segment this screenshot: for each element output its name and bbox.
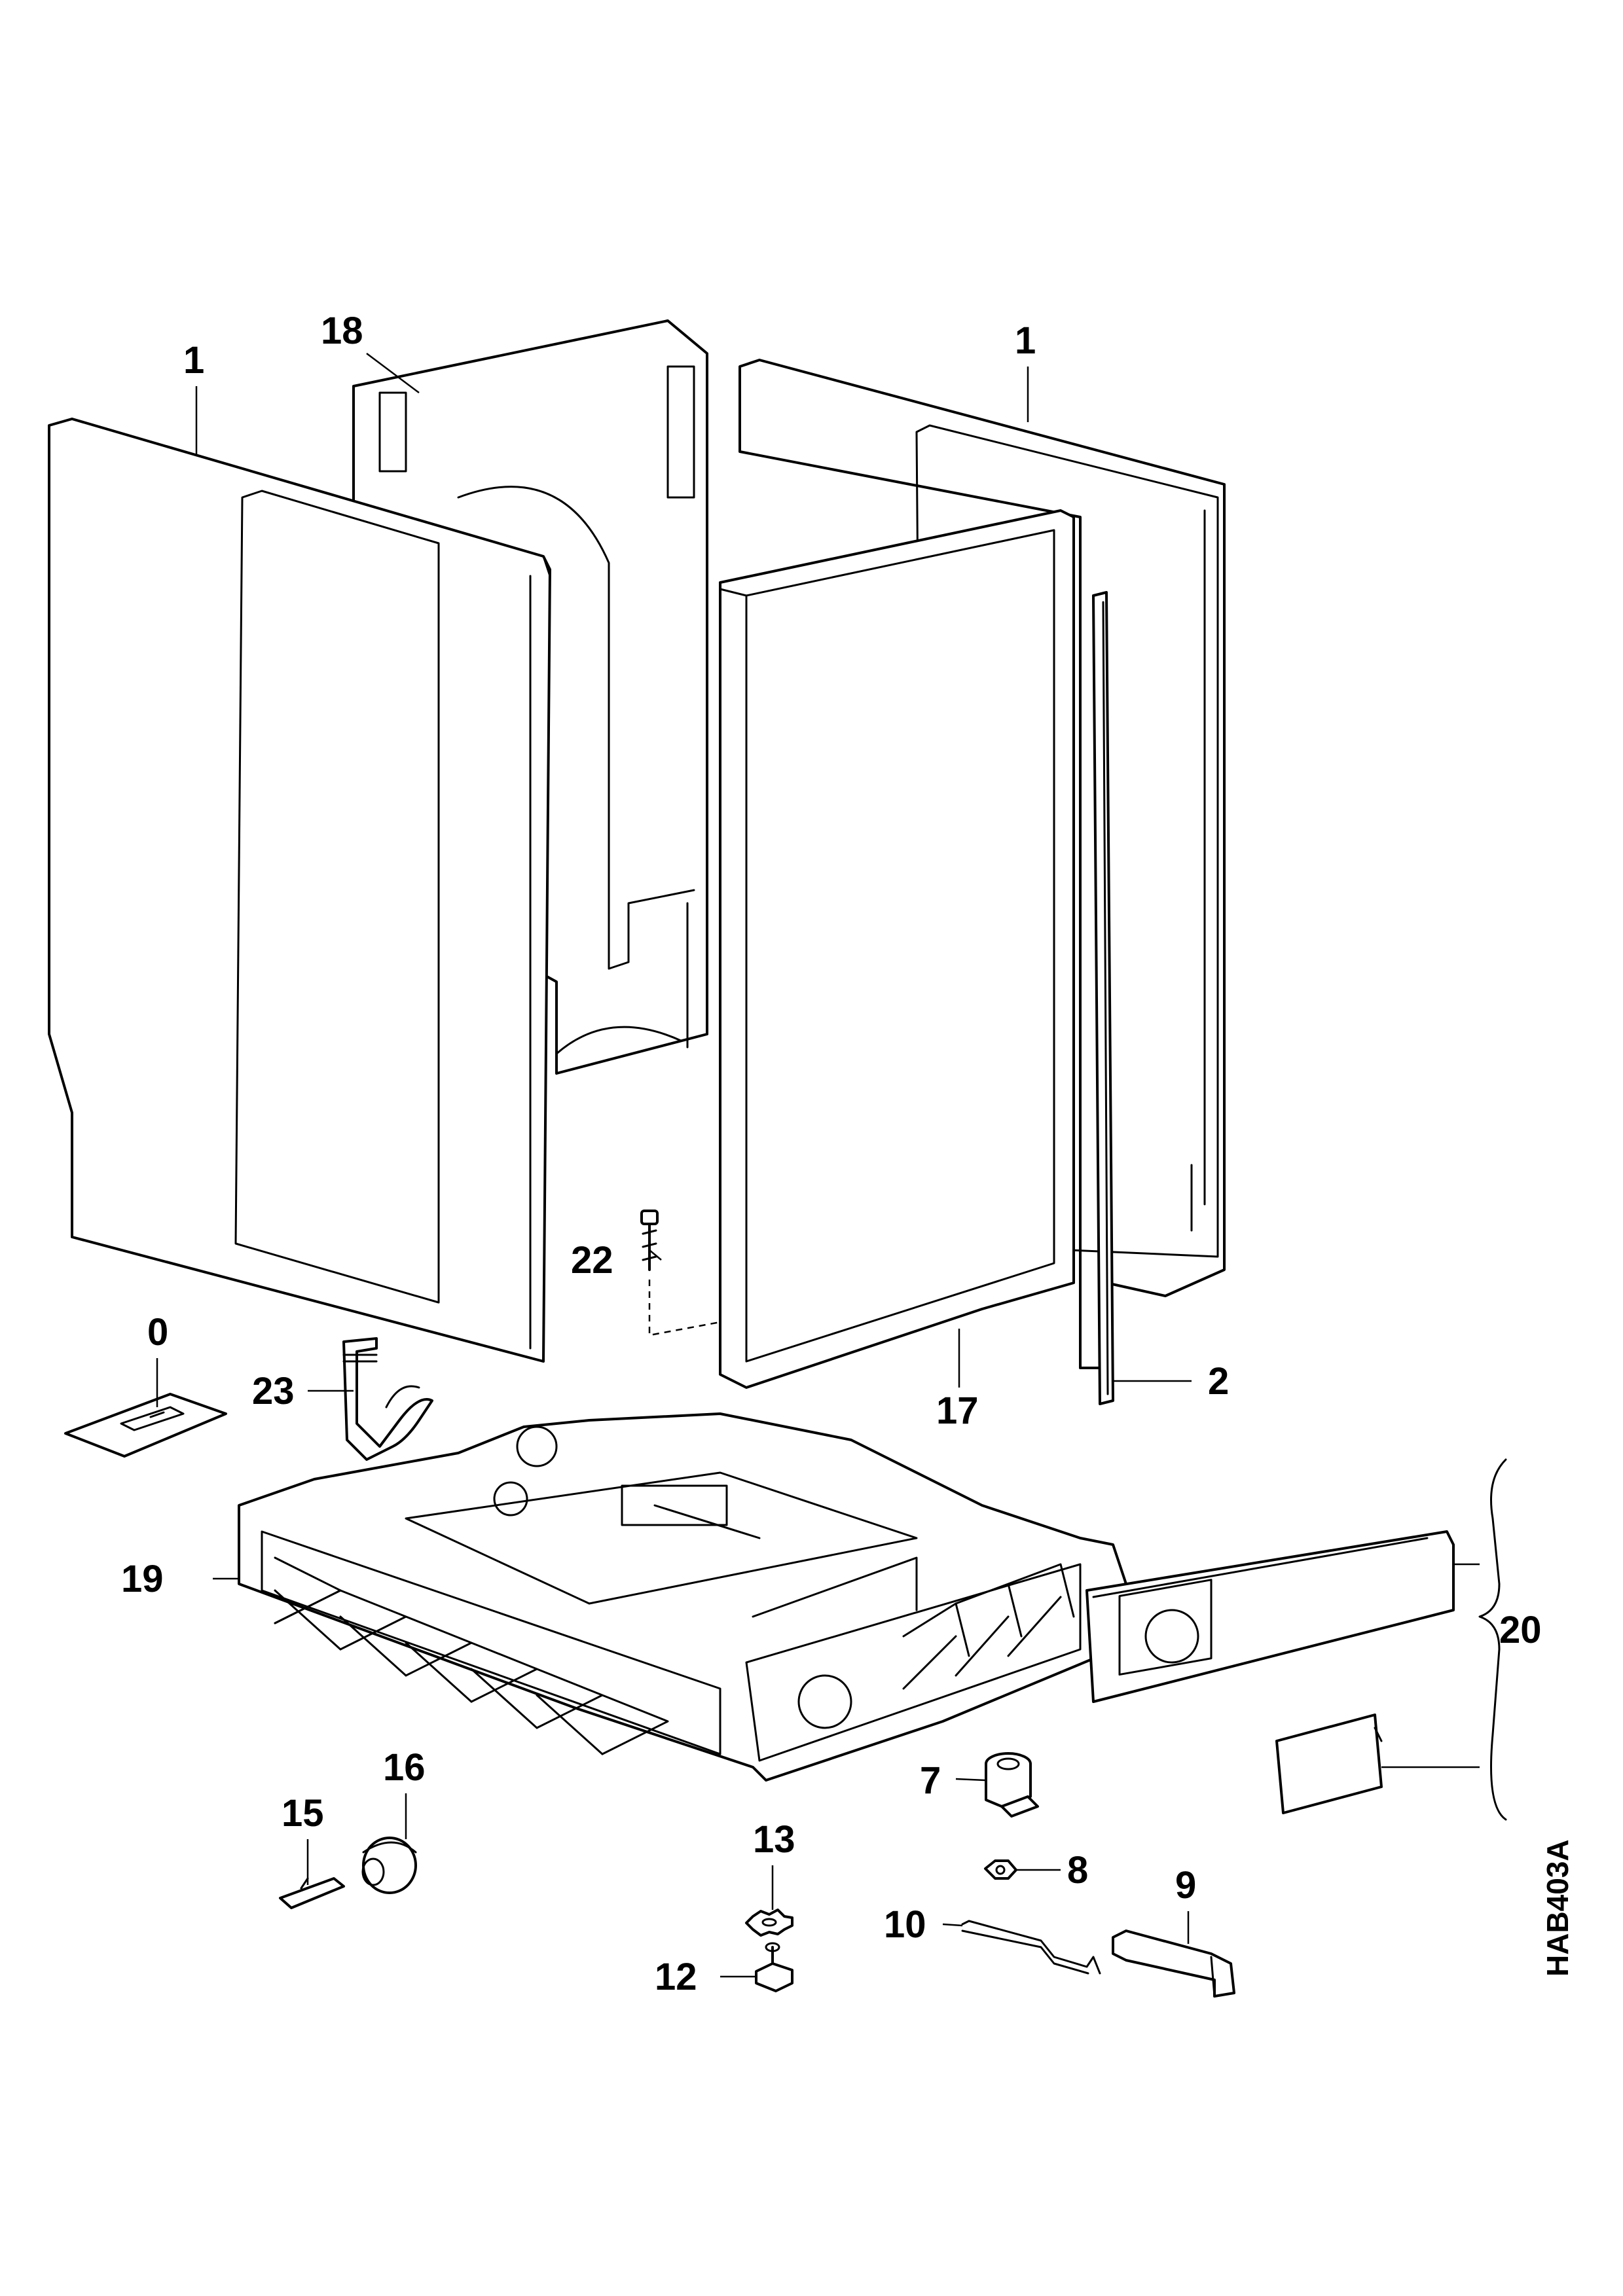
callout-bushing: 7 [920, 1759, 941, 1802]
inner-panel [719, 509, 1075, 1389]
base-frame [238, 1412, 1127, 1782]
callout-panel-right: 1 [1015, 319, 1036, 362]
spacer [361, 1837, 417, 1894]
bracket [342, 1337, 433, 1461]
washer [745, 1909, 793, 1937]
callout-label-plate: 0 [147, 1311, 168, 1354]
callout-labels: 1 18 1 22 2 17 0 23 19 20 16 15 7 8 13 1… [121, 310, 1542, 1998]
cover [1112, 1929, 1235, 1998]
callout-rod: 10 [884, 1903, 926, 1946]
drawing-reference-code: HAB403A [1541, 1839, 1575, 1977]
callout-seal-strip: 2 [1208, 1360, 1229, 1403]
callout-bracket: 23 [252, 1370, 295, 1412]
callout-screw: 22 [571, 1239, 613, 1282]
callout-foot: 12 [655, 1956, 697, 1998]
leader-lines [156, 353, 1480, 1978]
clip [279, 1877, 345, 1909]
callout-panel-left: 1 [183, 339, 204, 382]
callout-clip: 15 [282, 1792, 324, 1835]
callout-washer: 13 [753, 1818, 795, 1861]
callout-inner-panel: 17 [936, 1390, 979, 1432]
screw [640, 1210, 721, 1336]
foot [755, 1942, 793, 1992]
plinth-assembly [1085, 1458, 1507, 1821]
seal-strip [1092, 591, 1114, 1405]
callout-spacer: 16 [383, 1746, 426, 1789]
bushing [985, 1752, 1039, 1818]
callout-nut: 8 [1067, 1849, 1088, 1892]
nut [984, 1859, 1017, 1880]
callout-base-frame: 19 [121, 1558, 164, 1600]
label-plate [64, 1393, 227, 1458]
side-panel-left [48, 418, 551, 1363]
callout-plinth-assembly: 20 [1499, 1609, 1542, 1651]
callout-back-panel: 18 [321, 310, 363, 352]
callout-cover: 9 [1175, 1864, 1196, 1907]
rod [961, 1920, 1101, 1975]
